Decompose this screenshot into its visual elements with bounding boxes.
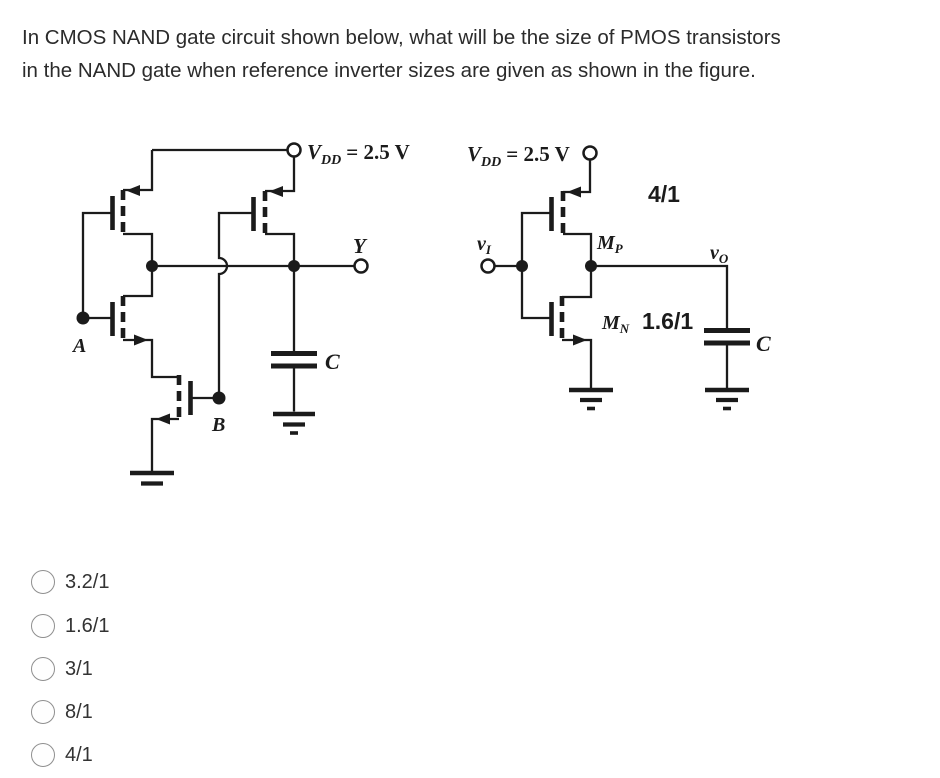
nmos-transistor-a (110, 296, 148, 346)
source-arrow (567, 186, 581, 198)
vdd-label: VDD= 2.5 V (467, 142, 570, 170)
ground-symbol (569, 387, 613, 411)
junction-dot (516, 260, 528, 272)
vdd-label: VDD= 2.5 V (307, 140, 410, 168)
pmos-transistor-a (110, 185, 140, 235)
nand-gate-circuit: VDD= 2.5 V Y A B C (71, 140, 410, 486)
ground-symbol (130, 470, 174, 486)
radio-button[interactable] (31, 700, 55, 724)
question-line-2: in the NAND gate when reference inverter… (22, 59, 756, 82)
radio-button[interactable] (31, 570, 55, 594)
source-arrow (134, 334, 148, 346)
question-text: In CMOS NAND gate circuit shown below, w… (22, 21, 922, 87)
reference-inverter-circuit: VDD= 2.5 V MP 4/1 MN 1.6/1 vI vO C (467, 142, 771, 411)
input-node-a (76, 311, 90, 325)
option-label: 1.6/1 (65, 614, 110, 637)
ground-symbol (705, 387, 749, 411)
nmos-transistor (549, 296, 587, 346)
answer-option-1[interactable]: 3.2/1 (31, 570, 109, 594)
output-voltage-label: vO (710, 242, 729, 266)
source-arrow (156, 413, 170, 425)
answer-option-2[interactable]: 1.6/1 (31, 614, 109, 638)
pmos-size-label: 4/1 (648, 181, 680, 207)
answer-option-4[interactable]: 8/1 (31, 700, 93, 724)
capacitor-label: C (756, 331, 771, 356)
junction-dot (585, 260, 597, 272)
pmos-label: MP (596, 232, 624, 256)
radio-button[interactable] (31, 614, 55, 638)
wires (81, 148, 355, 471)
vdd-terminal (582, 145, 598, 161)
pmos-transistor (549, 186, 581, 236)
nmos-transistor-b (156, 375, 193, 425)
wires (494, 159, 729, 388)
answer-option-3[interactable]: 3/1 (31, 657, 93, 681)
capacitor-label: C (325, 349, 340, 374)
source-arrow (126, 185, 140, 196)
ground-symbol (273, 411, 315, 435)
input-label-a: A (71, 335, 86, 357)
option-label: 4/1 (65, 743, 93, 766)
option-label: 8/1 (65, 700, 93, 723)
junction-dot (146, 260, 158, 272)
input-label-b: B (211, 414, 225, 436)
option-label: 3/1 (65, 657, 93, 680)
question-line-1: In CMOS NAND gate circuit shown below, w… (22, 26, 781, 49)
radio-button[interactable] (31, 743, 55, 767)
input-terminal (480, 258, 496, 274)
pmos-transistor-b (251, 186, 283, 236)
input-voltage-label: vI (477, 233, 492, 257)
junction-dot (288, 260, 300, 272)
source-arrow (573, 334, 587, 346)
source-arrow (269, 186, 283, 197)
option-label: 3.2/1 (65, 570, 110, 593)
nmos-label: MN (601, 312, 630, 336)
output-terminal-y (353, 258, 369, 274)
radio-button[interactable] (31, 657, 55, 681)
answer-option-5[interactable]: 4/1 (31, 743, 93, 767)
output-label-y: Y (353, 234, 368, 258)
nmos-size-label: 1.6/1 (642, 308, 693, 334)
input-node-b (212, 391, 226, 405)
vdd-terminal (286, 142, 302, 158)
load-capacitor (271, 351, 317, 369)
load-capacitor (704, 328, 750, 346)
